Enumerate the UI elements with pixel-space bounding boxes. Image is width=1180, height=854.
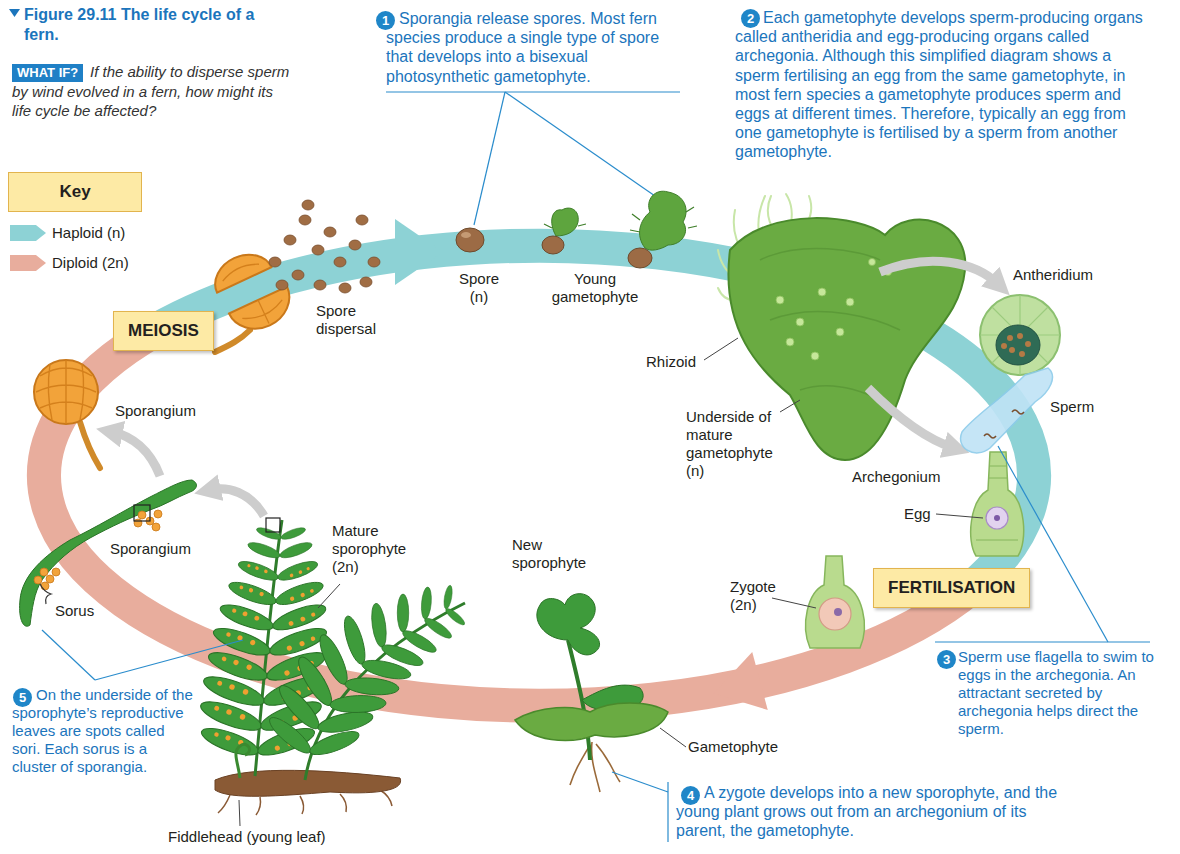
stage-box: FERTILISATION bbox=[873, 568, 1030, 608]
part-label: Sporangium bbox=[110, 540, 191, 558]
part-label: Spore dispersal bbox=[316, 302, 396, 338]
part-label: Rhizoid bbox=[646, 353, 696, 371]
part-label: Underside of mature gametophyte (n) bbox=[686, 408, 778, 480]
callout-text: On the underside of the sporophyte’s rep… bbox=[12, 686, 194, 776]
part-label: Mature sporophyte (2n) bbox=[332, 522, 427, 576]
part-label: New sporophyte bbox=[512, 536, 612, 572]
legend-swatch bbox=[10, 225, 46, 241]
part-label: Young gametophyte bbox=[540, 270, 650, 306]
part-label: Sperm bbox=[1050, 398, 1094, 416]
part-label: Sporangium bbox=[115, 402, 196, 420]
figure-title: Figure 29.11 The life cycle of a fern. bbox=[24, 5, 274, 45]
legend-text: Haploid (n) bbox=[52, 224, 125, 242]
node-text: Key bbox=[9, 173, 141, 210]
callout-number: 1 bbox=[376, 11, 395, 30]
what-if-badge: WHAT IF? bbox=[12, 64, 83, 82]
part-label: Archegonium bbox=[852, 468, 940, 486]
callout-text: A zygote develops into a new sporophyte,… bbox=[676, 783, 1068, 841]
legend-text: Diploid (2n) bbox=[52, 254, 129, 272]
part-label: Zygote (2n) bbox=[730, 578, 790, 614]
part-label: Gametophyte bbox=[688, 738, 778, 756]
node-text: MEIOSIS bbox=[128, 312, 199, 349]
part-label: Antheridium bbox=[1013, 266, 1093, 284]
legend-swatch bbox=[10, 255, 46, 271]
callout-text: Each gametophyte develops sperm-producin… bbox=[735, 8, 1153, 162]
part-label: Sorus bbox=[55, 602, 94, 620]
stage-box: MEIOSIS bbox=[113, 311, 214, 351]
callout-text: Sporangia release spores. Most fern spec… bbox=[386, 9, 678, 86]
part-label: Egg bbox=[904, 505, 931, 523]
part-label: Spore (n) bbox=[450, 270, 508, 306]
part-label: Fiddlehead (young leaf) bbox=[168, 828, 326, 846]
key-heading-box: Key bbox=[8, 172, 142, 212]
callout-text: Sperm use flagella to swim to eggs in th… bbox=[958, 648, 1154, 738]
question-text: If the ability to disperse sperm by wind… bbox=[12, 62, 294, 121]
callout-number: 3 bbox=[937, 650, 956, 669]
node-text: FERTILISATION bbox=[888, 569, 1015, 606]
node-text: WHAT IF? bbox=[17, 64, 78, 82]
callout-number: 4 bbox=[681, 786, 700, 805]
callout-number: 2 bbox=[741, 9, 760, 28]
